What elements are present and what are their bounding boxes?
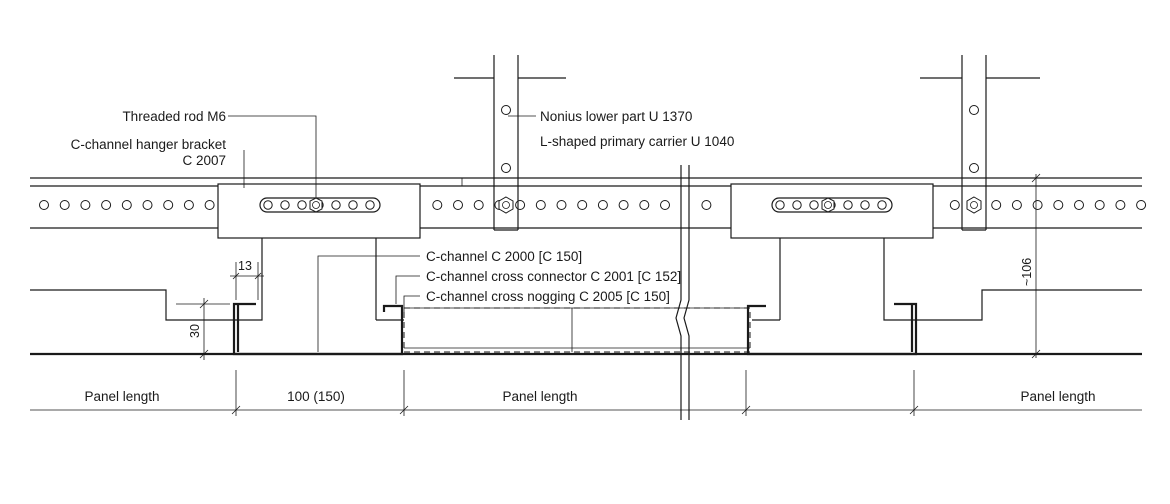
label-hanger-bracket-line1: C-channel hanger bracket bbox=[71, 137, 227, 152]
rail-hole bbox=[577, 200, 588, 210]
rail-hole bbox=[101, 200, 112, 210]
label-cross-nogging: C-channel cross nogging C 2005 [C 150] bbox=[426, 289, 670, 304]
rail-hole bbox=[660, 200, 670, 210]
label-nonius: Nonius lower part U 1370 bbox=[540, 109, 692, 124]
rail-hole bbox=[1074, 200, 1084, 210]
hanger-bracket-right bbox=[730, 183, 934, 239]
rail-hole bbox=[473, 200, 484, 210]
slot-hole bbox=[809, 200, 819, 210]
rail-hole bbox=[949, 200, 960, 210]
nonius-left bbox=[454, 55, 566, 231]
dim-lip-height: 30 bbox=[188, 324, 202, 338]
rail-hole bbox=[515, 200, 526, 210]
c-channel-left bbox=[232, 302, 404, 356]
dim-panel-length-left: Panel length bbox=[84, 389, 159, 404]
slot-hole bbox=[775, 200, 785, 210]
rail-hole bbox=[453, 200, 463, 210]
c-channel-right bbox=[746, 302, 918, 356]
slot-hole bbox=[877, 200, 887, 210]
slot-hole bbox=[263, 200, 273, 210]
rail-hole bbox=[535, 200, 546, 210]
label-hanger-bracket-line2: C 2007 bbox=[182, 153, 226, 168]
leader-lines bbox=[228, 115, 536, 352]
label-threaded-rod: Threaded rod M6 bbox=[122, 109, 226, 124]
rail-hole bbox=[59, 200, 70, 210]
rail-hole bbox=[701, 200, 712, 210]
label-cross-connector: C-channel cross connector C 2001 [C 152] bbox=[426, 269, 681, 284]
dimension-lines bbox=[30, 173, 1142, 416]
dim-panel-length-right: Panel length bbox=[1020, 389, 1095, 404]
rail-hole bbox=[163, 200, 174, 210]
bolts bbox=[309, 196, 982, 214]
dim-height: ~106 bbox=[1020, 258, 1034, 286]
label-c-channel: C-channel C 2000 [C 150] bbox=[426, 249, 582, 264]
dim-flange-width: 13 bbox=[238, 259, 252, 273]
rail-hole bbox=[618, 200, 629, 210]
slot-hole bbox=[348, 200, 358, 210]
rail-hole bbox=[597, 200, 608, 210]
rail-hole bbox=[1136, 200, 1147, 210]
rail-hole bbox=[1115, 200, 1126, 210]
rail-hole bbox=[204, 200, 215, 210]
rail-hole bbox=[1053, 200, 1064, 210]
rail-hole bbox=[1094, 200, 1105, 210]
rail-hole bbox=[80, 200, 91, 210]
rail-hole bbox=[142, 200, 153, 210]
rail-hole bbox=[556, 200, 567, 210]
slot-hole bbox=[297, 200, 307, 210]
rail-hole bbox=[121, 200, 132, 210]
slot-hole bbox=[331, 200, 341, 210]
slot-hole bbox=[792, 200, 802, 210]
rail-hole bbox=[991, 200, 1002, 210]
slot-hole bbox=[365, 200, 375, 210]
rail-hole bbox=[39, 200, 49, 210]
rail-hole bbox=[432, 200, 443, 210]
dim-gap: 100 (150) bbox=[287, 389, 345, 404]
rail-hole bbox=[639, 200, 650, 210]
labels: Threaded rod M6 C-channel hanger bracket… bbox=[71, 109, 1096, 404]
label-primary-carrier: L-shaped primary carrier U 1040 bbox=[540, 134, 734, 149]
rail-hole bbox=[1011, 200, 1022, 210]
rail-hole bbox=[183, 200, 194, 210]
cross-nogging bbox=[403, 307, 751, 353]
nonius-right bbox=[920, 55, 1040, 231]
rail-hole bbox=[1032, 200, 1043, 210]
slot-hole bbox=[860, 200, 870, 210]
break-line bbox=[675, 165, 690, 420]
dim-panel-length-middle: Panel length bbox=[502, 389, 577, 404]
slot-hole bbox=[843, 200, 853, 210]
slot-hole bbox=[280, 200, 290, 210]
